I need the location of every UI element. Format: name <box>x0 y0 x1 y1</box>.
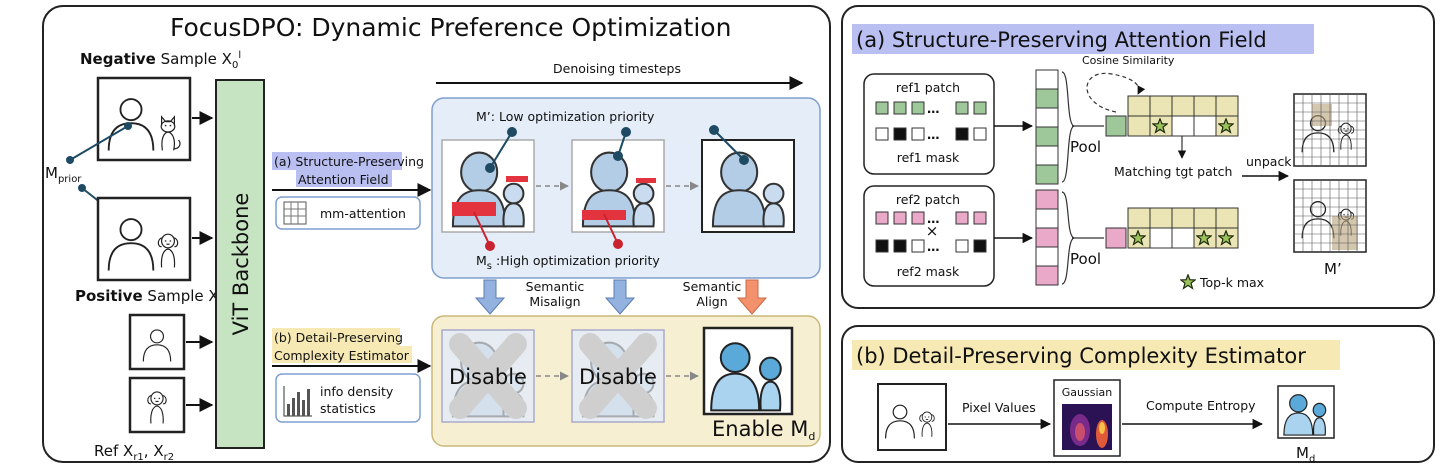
svg-text:…: … <box>927 239 940 254</box>
disable-label-2: Disable <box>579 365 657 389</box>
panel-b: (b) Detail-Preserving Complexity Estimat… <box>841 325 1435 465</box>
ref2-pooled-token <box>1105 227 1127 249</box>
panel-a-title: (a) Structure-Preserving Attention Field <box>856 28 1267 52</box>
cosine-label: Cosine Similarity <box>1082 54 1175 67</box>
svg-text:Attention Field: Attention Field <box>298 172 389 187</box>
ref2-box <box>863 185 995 287</box>
main-panel: FocusDPO: Dynamic Preference Optimizatio… <box>42 5 831 463</box>
svg-text:×: × <box>926 222 939 240</box>
output-grid-1 <box>1293 93 1367 167</box>
vit-backbone: ViT Backbone <box>215 79 265 449</box>
m-prior-label: Mprior <box>45 164 82 185</box>
positive-sample-label: Positive Sample X0w <box>75 287 233 308</box>
svg-text:(b) Detail-Preserving: (b) Detail-Preserving <box>274 330 403 345</box>
svg-text:…: … <box>927 127 940 142</box>
m-prime-low-label: M’: Low optimization priority <box>476 109 655 124</box>
input-arrows <box>186 111 214 412</box>
stage-frame-3 <box>701 139 795 233</box>
ref1-box <box>863 73 995 175</box>
structure-field-label: (a) Structure-Preserving Attention Field <box>272 152 432 197</box>
ref1-mask-label: ref1 mask <box>897 150 960 165</box>
target-grid-1 <box>1127 95 1239 137</box>
ref2-patch-label: ref2 patch <box>896 192 960 207</box>
ref-image-2 <box>128 376 186 434</box>
pool-label-2: Pool <box>1070 250 1101 268</box>
stage-arrows: Semantic Misalign Semantic Align <box>474 279 768 315</box>
svg-text:…: … <box>927 211 940 226</box>
output-grid-2 <box>1293 179 1367 253</box>
ref1-mask-row: … <box>875 127 987 142</box>
ref1-patch-label: ref1 patch <box>896 80 960 95</box>
stage-frame-1 <box>441 139 535 233</box>
input-image <box>877 383 947 451</box>
positive-sample-image <box>96 196 192 282</box>
ref2-mask-row: … <box>875 239 987 254</box>
info-density-line2: statistics <box>320 401 376 416</box>
mm-attention-label: mm-attention <box>320 206 406 221</box>
disabled-frame-1: Disable <box>441 329 535 423</box>
panel-a: (a) Structure-Preserving Attention Field… <box>841 5 1435 309</box>
pixel-values-label: Pixel Values <box>962 400 1036 415</box>
gaussian-box: Gaussian <box>1053 379 1121 457</box>
ref2-patch-row: … <box>875 211 987 226</box>
target-grid-2 <box>1127 207 1239 249</box>
svg-text:Complexity Estimator: Complexity Estimator <box>274 348 410 363</box>
md-output-image <box>1277 385 1335 439</box>
main-title: FocusDPO: Dynamic Preference Optimizatio… <box>170 13 731 42</box>
disable-label-1: Disable <box>449 365 527 389</box>
matching-label: Matching tgt patch <box>1114 164 1232 179</box>
detail-estimator-label: (b) Detail-Preserving Complexity Estimat… <box>272 328 432 373</box>
ref-label: Ref Xr1, Xr2 <box>94 442 174 463</box>
detail-stage: Disable Disable Enable Md <box>431 315 821 447</box>
info-density-box: info density statistics <box>275 373 421 423</box>
semantic-align-1: Semantic <box>683 279 742 294</box>
ref1-token-column <box>1035 69 1059 185</box>
ref1-pooled-token <box>1105 115 1127 137</box>
vit-backbone-label: ViT Backbone <box>229 193 253 336</box>
ref1-patch-row: … <box>875 101 987 116</box>
ref2-token-column <box>1035 189 1059 286</box>
semantic-misalign-1: Semantic <box>526 279 585 294</box>
semantic-misalign-2: Misalign <box>529 294 580 309</box>
md-output-label: Md <box>1296 444 1315 465</box>
semantic-align-2: Align <box>696 294 727 309</box>
enable-label: Enable Md <box>712 417 815 443</box>
m-prime-output-label: M’ <box>1324 260 1342 278</box>
m-s-high-label: Ms :High optimization priority <box>476 253 660 272</box>
negative-sample-image <box>96 76 192 162</box>
unpack-label: unpack <box>1246 154 1292 169</box>
ref-image-1 <box>128 313 186 371</box>
compute-entropy-label: Compute Entropy <box>1146 398 1256 413</box>
mm-attention-box: mm-attention <box>275 196 421 230</box>
svg-text:…: … <box>927 101 940 116</box>
svg-text:(a) Structure-Preserving: (a) Structure-Preserving <box>274 154 424 169</box>
info-density-line1: info density <box>320 384 394 399</box>
negative-sample-label: Negative Sample X0l <box>80 50 241 71</box>
timesteps-label: Denoising timesteps <box>553 61 681 76</box>
disabled-frame-2: Disable <box>571 329 665 423</box>
gaussian-label: Gaussian <box>1062 386 1112 399</box>
panel-b-title: (b) Detail-Preserving Complexity Estimat… <box>856 344 1306 368</box>
ref2-mask-label: ref2 mask <box>897 264 960 279</box>
topk-label: Top-k max <box>1199 275 1264 290</box>
enabled-frame <box>702 326 794 416</box>
pool-label-1: Pool <box>1070 138 1101 156</box>
structure-stage: M’: Low optimization priority Ms :High o… <box>431 97 821 279</box>
